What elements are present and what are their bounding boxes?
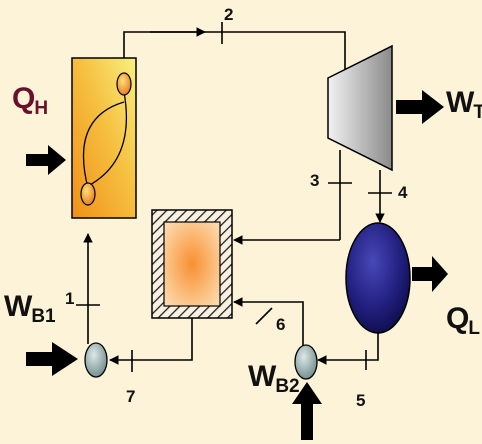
work-turbine-arrow <box>396 90 444 124</box>
work-pump2-arrow <box>292 382 322 440</box>
state-label-1: 1 <box>65 289 75 308</box>
boiler-inlet-port <box>80 182 96 206</box>
state-label-3: 3 <box>310 171 320 190</box>
work-turbine-label: WT <box>446 86 482 123</box>
regenerator <box>151 209 233 319</box>
turbine <box>327 44 393 172</box>
state-label-2: 2 <box>224 5 234 24</box>
condenser <box>345 222 411 334</box>
heat-out-arrow <box>412 256 448 292</box>
pump-1 <box>84 342 108 378</box>
energy-arrows <box>26 90 448 440</box>
state-label-4: 4 <box>398 183 408 202</box>
pipe-turbine-to-regenerator <box>233 150 341 245</box>
state-label-6: 6 <box>276 315 286 334</box>
pump-2 <box>294 344 318 380</box>
state-label-5: 5 <box>356 391 366 410</box>
work-pump2-label: WB2 <box>248 360 300 397</box>
work-pump1-arrow <box>26 342 78 376</box>
heat-out-label: QL <box>446 302 480 339</box>
work-pump1-label: WB1 <box>4 290 56 327</box>
boiler-outlet-port <box>116 72 132 96</box>
heat-in-label: QH <box>12 82 49 119</box>
state-label-7: 7 <box>126 387 136 406</box>
boiler <box>71 57 137 219</box>
pipe-regenerator-to-pump1 <box>109 318 193 365</box>
heat-in-arrow <box>26 145 66 175</box>
state-ticks <box>76 22 392 372</box>
pipe-condenser-to-pump2 <box>317 332 379 365</box>
pipe-boiler-to-turbine <box>123 27 346 72</box>
pipe-pump2-to-regenerator <box>233 297 304 348</box>
